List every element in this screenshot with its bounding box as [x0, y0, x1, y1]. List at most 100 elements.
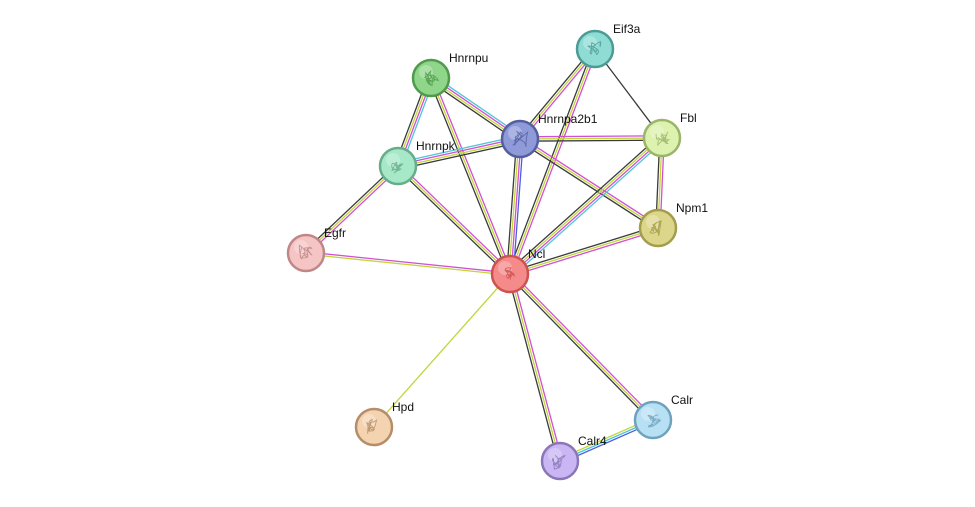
protein-structure-icon	[298, 244, 313, 260]
edge-evidence-blue	[512, 139, 524, 275]
edge-evidence-magenta	[511, 272, 656, 419]
edge-evidence-magenta	[510, 138, 664, 276]
edge-evidence-black	[507, 275, 652, 422]
protein-structure-icon	[391, 161, 404, 174]
edge-evidence-black	[428, 78, 509, 276]
node-highlight	[362, 414, 376, 428]
edge-evidence-yellow	[519, 137, 663, 140]
edge-evidence-black	[520, 139, 663, 142]
node-circle[interactable]	[490, 254, 530, 294]
edge-evidence-magenta	[306, 251, 511, 274]
node-calr[interactable]: Calr	[633, 393, 693, 440]
edge-evidence-black	[396, 167, 509, 277]
protein-structure-icon	[587, 40, 602, 56]
node-ncl[interactable]: Ncl	[490, 247, 545, 294]
edge-evidence-magenta	[521, 49, 598, 141]
protein-structure-icon	[647, 414, 662, 428]
edge-evidence-yellow	[398, 139, 521, 168]
edge-evidence-black	[518, 140, 658, 231]
edge-evidence-black	[507, 274, 559, 462]
edge-evidence-magenta	[510, 229, 659, 277]
protein-structure-icon	[512, 130, 529, 147]
edge-evidence-magenta	[307, 167, 400, 256]
node-label: Egfr	[324, 226, 346, 240]
edge-evidence-yellow	[509, 273, 561, 462]
node-circle[interactable]	[286, 233, 326, 273]
edge-ncl-calr[interactable]	[507, 272, 656, 422]
edge-evidence-yellow	[430, 77, 511, 275]
edge-hnrnpa2b1-fbl[interactable]	[519, 135, 663, 142]
protein-structure-icon	[655, 131, 671, 147]
node-label: Ncl	[528, 247, 545, 261]
edge-evidence-magenta	[432, 76, 513, 274]
node-label: Hnrnpk	[416, 139, 456, 153]
node-label: Calr	[671, 393, 693, 407]
node-eif3a[interactable]: Eif3a	[575, 22, 641, 69]
edge-evidence-yellow	[508, 138, 520, 274]
node-highlight	[646, 215, 660, 229]
node-fbl[interactable]: Fbl	[642, 111, 697, 158]
edge-evidence-yellow	[519, 48, 596, 140]
edge-evidence-yellow	[305, 253, 510, 276]
edge-hnrnpk-egfr[interactable]	[304, 163, 400, 256]
node-circle[interactable]	[575, 29, 615, 69]
node-label: Fbl	[680, 111, 697, 125]
edge-evidence-cyan	[397, 135, 520, 164]
edge-evidence-magenta	[399, 163, 512, 273]
edge-hnrnpk-hnrnpa2b1[interactable]	[397, 135, 521, 170]
edge-egfr-ncl[interactable]	[305, 251, 511, 276]
protein-structure-icon	[649, 220, 662, 236]
edge-evidence-magenta	[511, 49, 598, 276]
edge-evidence-yellow	[509, 273, 654, 421]
edge-evidence-black	[507, 135, 661, 273]
node-circle[interactable]	[354, 407, 394, 447]
edge-evidence-magenta	[510, 139, 522, 275]
edge-eif3a-hnrnpa2b1[interactable]	[517, 47, 598, 141]
protein-structure-icon	[366, 419, 378, 434]
edge-evidence-black	[509, 225, 658, 273]
node-highlight	[386, 153, 400, 167]
edge-evidence-yellow	[373, 273, 511, 428]
edge-evidence-yellow	[397, 165, 511, 275]
node-highlight	[548, 448, 562, 462]
edge-ncl-hpd[interactable]	[373, 273, 511, 428]
edge-hnrnpu-ncl[interactable]	[428, 76, 513, 276]
protein-structure-icon	[504, 267, 515, 280]
node-hpd[interactable]: Hpd	[354, 400, 414, 447]
edge-evidence-black	[398, 141, 521, 170]
edge-evidence-yellow	[519, 138, 659, 229]
node-hnrnpa2b1[interactable]: Hnrnpa2b1	[500, 112, 598, 159]
edge-hnrnpk-ncl[interactable]	[396, 163, 512, 277]
edge-evidence-magenta	[520, 136, 660, 227]
edge-evidence-black	[517, 47, 594, 139]
edge-evidence-yellow	[508, 136, 662, 274]
edge-evidence-yellow	[305, 165, 399, 254]
node-hnrnpu[interactable]: Hnrnpu	[411, 51, 488, 98]
node-hnrnpk[interactable]: Hnrnpk	[378, 139, 456, 186]
edge-hnrnpa2b1-npm1[interactable]	[518, 136, 660, 231]
edge-evidence-black	[506, 138, 518, 274]
edge-ncl-calr4[interactable]	[507, 273, 563, 462]
node-label: Hpd	[392, 400, 414, 414]
node-npm1[interactable]: Npm1	[638, 201, 708, 248]
node-label: Hnrnpu	[449, 51, 488, 65]
edge-evidence-black	[304, 163, 397, 252]
edge-evidence-yellow	[509, 227, 659, 275]
edges-layer	[304, 47, 665, 464]
node-circle[interactable]	[638, 208, 678, 248]
edge-npm1-ncl[interactable]	[509, 225, 659, 277]
edge-evidence-magenta	[519, 135, 662, 138]
node-label: Calr4	[578, 434, 607, 448]
node-label: Eif3a	[613, 22, 641, 36]
node-egfr[interactable]: Egfr	[286, 226, 346, 273]
node-label: Hnrnpa2b1	[538, 112, 598, 126]
edge-evidence-magenta	[397, 137, 520, 166]
protein-structure-icon	[551, 455, 567, 470]
protein-structure-icon	[423, 69, 440, 86]
edge-evidence-cyan	[511, 139, 665, 277]
node-calr4[interactable]: Calr4	[540, 434, 607, 481]
edge-fbl-ncl[interactable]	[507, 135, 665, 277]
edge-hnrnpa2b1-ncl[interactable]	[506, 138, 524, 275]
